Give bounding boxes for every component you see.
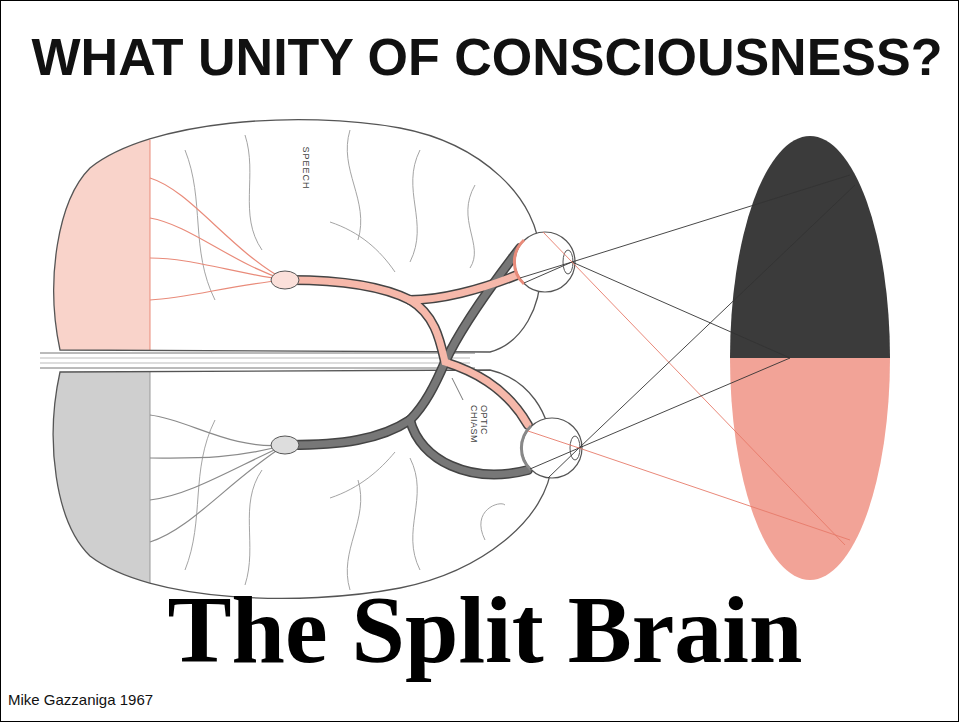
radiation-fibre — [150, 258, 285, 280]
ray — [520, 175, 850, 278]
midline — [40, 368, 475, 369]
optic-tract — [290, 280, 410, 300]
sulcus — [185, 420, 215, 570]
speech-label: SPEECH — [300, 145, 310, 190]
left-occipital-shade — [30, 100, 150, 358]
optic-tract — [290, 420, 410, 445]
slide-title: WHAT UNITY OF CONSCIOUSNESS? — [20, 31, 954, 83]
ray — [543, 232, 845, 545]
midline — [40, 363, 470, 364]
optic-nerve — [410, 275, 517, 300]
sulcus — [185, 150, 215, 300]
right-occipital-shade — [30, 364, 150, 624]
sulcus — [330, 222, 395, 272]
right-visual-field — [730, 358, 890, 580]
retina — [521, 426, 531, 470]
sulcus — [347, 130, 360, 240]
geniculate-body — [271, 436, 299, 454]
left-visual-field — [730, 136, 890, 358]
ray — [548, 185, 855, 478]
sulcus — [410, 150, 420, 262]
radiation-fibre — [150, 178, 285, 280]
right-hemisphere — [53, 370, 552, 598]
optic-pathway-outline — [290, 248, 528, 474]
callosum-cut — [40, 353, 475, 368]
occipital-border — [150, 370, 151, 600]
sulcus — [330, 452, 395, 498]
sulcus — [347, 480, 360, 590]
sulcus — [245, 470, 262, 585]
ray — [530, 358, 790, 469]
radiation-fibre — [150, 280, 285, 300]
figure-caption: The Split Brain — [0, 582, 959, 678]
midline — [40, 353, 475, 354]
sulcus — [410, 458, 420, 570]
geniculate-body — [271, 271, 299, 289]
ray — [524, 262, 790, 358]
radiation-fibre — [150, 445, 285, 542]
leader-line — [452, 378, 463, 400]
radiation-fibre — [150, 415, 285, 446]
sulcus — [245, 135, 262, 250]
light-rays — [520, 175, 855, 545]
radiation-fibre — [150, 445, 285, 458]
optic-pathway-fill — [290, 248, 528, 474]
sulci — [185, 130, 505, 590]
sulcus — [468, 185, 475, 268]
right-optic-radiation — [150, 415, 285, 542]
ray — [528, 431, 850, 540]
sulcus — [481, 504, 505, 540]
left-optic-radiation — [150, 178, 285, 300]
radiation-fibre — [150, 218, 285, 280]
midline — [40, 358, 470, 359]
optic-tract — [290, 420, 410, 445]
credit-line: Mike Gazzaniga 1967 — [8, 692, 153, 709]
radiation-fibre — [150, 445, 285, 500]
optic-tract — [290, 280, 410, 300]
chiasm-label: OPTIC CHIASM — [468, 404, 488, 446]
occipital-border — [150, 140, 151, 352]
optic-nerve — [410, 275, 517, 300]
left-eye — [514, 232, 575, 292]
